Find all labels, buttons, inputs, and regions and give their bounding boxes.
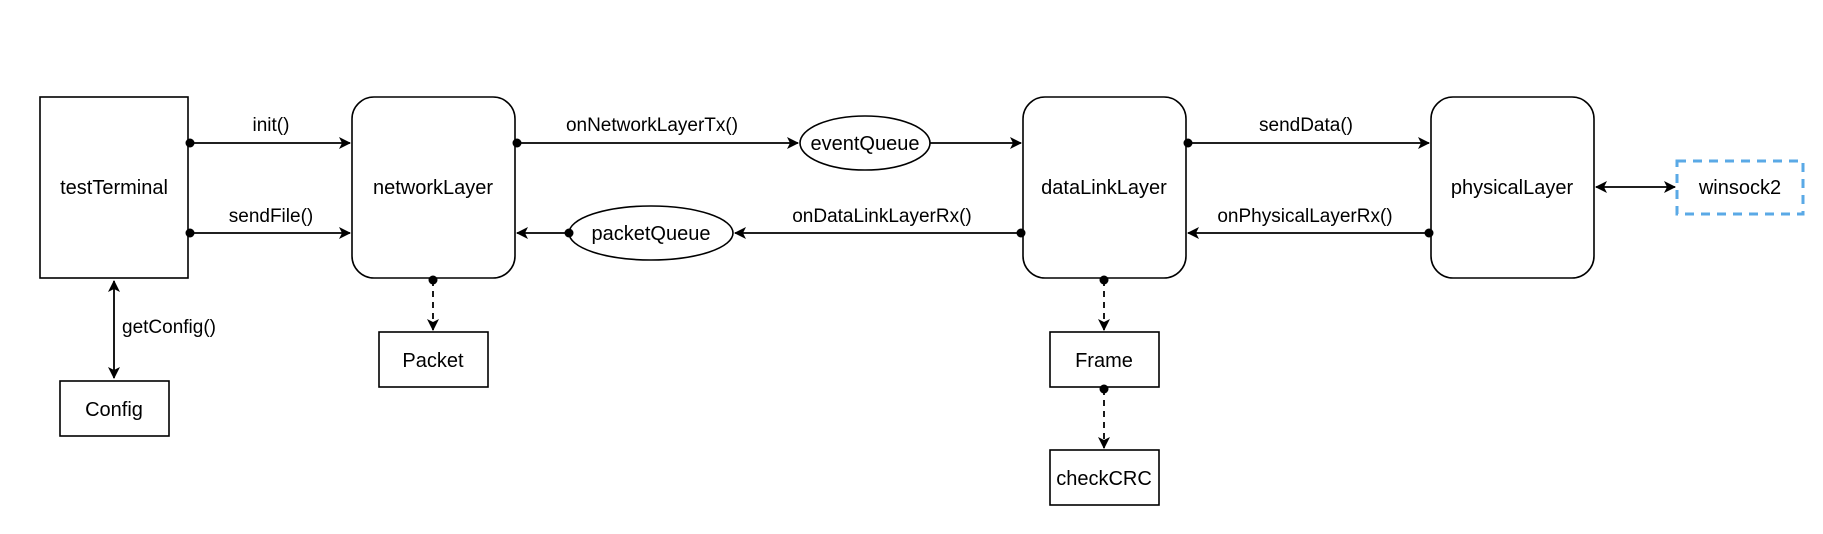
init-origin-dot: [185, 138, 195, 148]
winsock2-node: winsock2: [1675, 159, 1805, 216]
config-node: Config: [59, 380, 170, 437]
edge-sendFile: sendFile(): [185, 206, 351, 239]
edge-sendData: sendData(): [1183, 115, 1430, 149]
edge-getConfig: getConfig(): [108, 280, 216, 379]
edge-onPhysicalLayerRx: onPhysicalLayerRx(): [1187, 206, 1434, 239]
testTerminal-label: testTerminal: [60, 177, 168, 199]
packetQueue-label: packetQueue: [592, 223, 711, 245]
getConfig-label: getConfig(): [122, 317, 216, 338]
sendData-label: sendData(): [1259, 115, 1353, 136]
winsock2-label: winsock2: [1698, 177, 1781, 199]
edge-networkLayer-packet: [427, 275, 439, 331]
checkCRC-node: checkCRC: [1049, 449, 1160, 506]
packet-box: [378, 331, 489, 388]
checkCRC-box: [1049, 449, 1160, 506]
testTerminal-node: testTerminal: [39, 96, 189, 279]
packet-label: Packet: [402, 350, 464, 372]
sendFile-origin-dot: [185, 228, 195, 238]
config-label: Config: [85, 399, 143, 421]
edge-init: init(): [185, 115, 351, 149]
frame-box: [1049, 331, 1160, 388]
onNetworkLayerTx-origin-dot: [512, 138, 522, 148]
dataLinkLayer-label: dataLinkLayer: [1041, 177, 1167, 199]
networkLayer-packet-origin-dot: [428, 275, 438, 285]
onPhysicalLayerRx-origin-dot: [1424, 228, 1434, 238]
dataLinkLayer-node: dataLinkLayer: [1022, 96, 1187, 279]
onNetworkLayerTx-label: onNetworkLayerTx(): [566, 115, 738, 136]
winsock2-box: [1675, 159, 1805, 216]
config-box: [59, 380, 170, 437]
eventQueue-label: eventQueue: [811, 133, 920, 155]
onDataLinkLayerRx-origin-dot: [1016, 228, 1026, 238]
sendFile-label: sendFile(): [229, 206, 313, 227]
onPhysicalLayerRx-label: onPhysicalLayerRx(): [1217, 206, 1392, 227]
edge-dataLinkLayer-frame: [1098, 275, 1110, 331]
testTerminal-box: [39, 96, 189, 279]
physicalLayer-node: physicalLayer: [1430, 96, 1595, 279]
frame-label: Frame: [1075, 350, 1133, 372]
frame-checkCRC-origin-dot: [1099, 384, 1109, 394]
dataLinkLayer-frame-origin-dot: [1099, 275, 1109, 285]
onDataLinkLayerRx-label: onDataLinkLayerRx(): [792, 206, 972, 227]
edge-onNetworkLayerTx: onNetworkLayerTx(): [512, 115, 799, 149]
networkLayer-label: networkLayer: [373, 177, 493, 199]
edge-frame-checkCRC: [1098, 384, 1110, 449]
packetQueue-node: packetQueue: [568, 205, 734, 261]
sendData-origin-dot: [1183, 138, 1193, 148]
networkLayer-node: networkLayer: [351, 96, 516, 279]
packetQueue-origin-dot: [564, 228, 574, 238]
edge-onDataLinkLayerRx: onDataLinkLayerRx(): [734, 206, 1026, 239]
eventQueue-node: eventQueue: [799, 115, 931, 171]
init-label: init(): [253, 115, 290, 136]
edge-packetQueue-to-networkLayer: [516, 227, 574, 239]
physicalLayer-box: [1430, 96, 1595, 279]
packet-node: Packet: [378, 331, 489, 388]
checkCRC-label: checkCRC: [1056, 468, 1152, 490]
frame-node: Frame: [1049, 331, 1160, 388]
physicalLayer-label: physicalLayer: [1451, 177, 1574, 199]
